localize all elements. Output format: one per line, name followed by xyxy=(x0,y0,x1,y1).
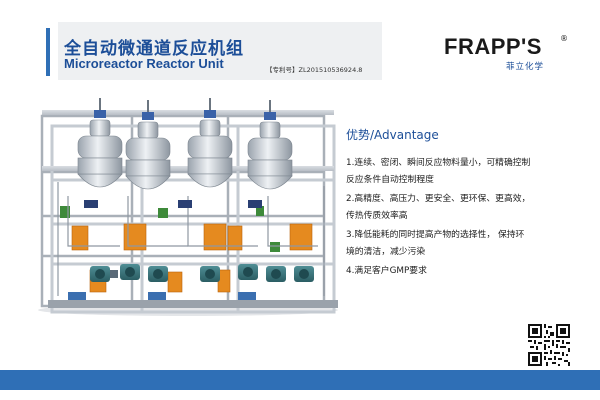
advantage-list: 1.连续、密闭、瞬间反应物料量小，可精确控制 反应条件自动控制程度 2.高精度、… xyxy=(346,155,594,283)
advantage-heading: 优势/Advantage xyxy=(346,128,439,142)
advantage-item-3: 3.降低能耗的同时提高产物的选择性， 保持环 境的清洁，减少污染 xyxy=(346,230,525,257)
title-panel xyxy=(58,22,382,80)
orange-tanks xyxy=(71,223,313,293)
advantage-item-1: 1.连续、密闭、瞬间反应物料量小，可精确控制 反应条件自动控制程度 xyxy=(346,158,531,185)
footer-strip xyxy=(0,390,600,400)
patent-number: 【专利号】ZL201510536924.8 xyxy=(266,66,363,74)
logo-registered-mark: ® xyxy=(560,34,568,43)
advantage-item-2: 2.高精度、高压力、更安全、更环保、更高效， 传热传质效率高 xyxy=(346,194,531,221)
title-chinese: 全自动微通道反应机组 xyxy=(64,39,244,59)
qr-code-icon xyxy=(528,324,570,366)
logo-subtitle: 菲立化学 xyxy=(506,62,545,72)
microreactor-unit-illustration xyxy=(38,98,338,316)
logo-wordmark: FRAPP'S xyxy=(444,34,542,59)
pumps xyxy=(90,264,314,282)
reactor-vessels xyxy=(77,98,293,190)
advantage-item-4: 4.满足客户GMP要求 xyxy=(346,266,427,276)
frapps-logo: FRAPP'S ® 菲立化学 xyxy=(444,34,568,74)
title-accent-bar xyxy=(46,28,50,76)
footer-band xyxy=(0,370,600,390)
title-english: Microreactor Reactor Unit xyxy=(64,56,224,71)
